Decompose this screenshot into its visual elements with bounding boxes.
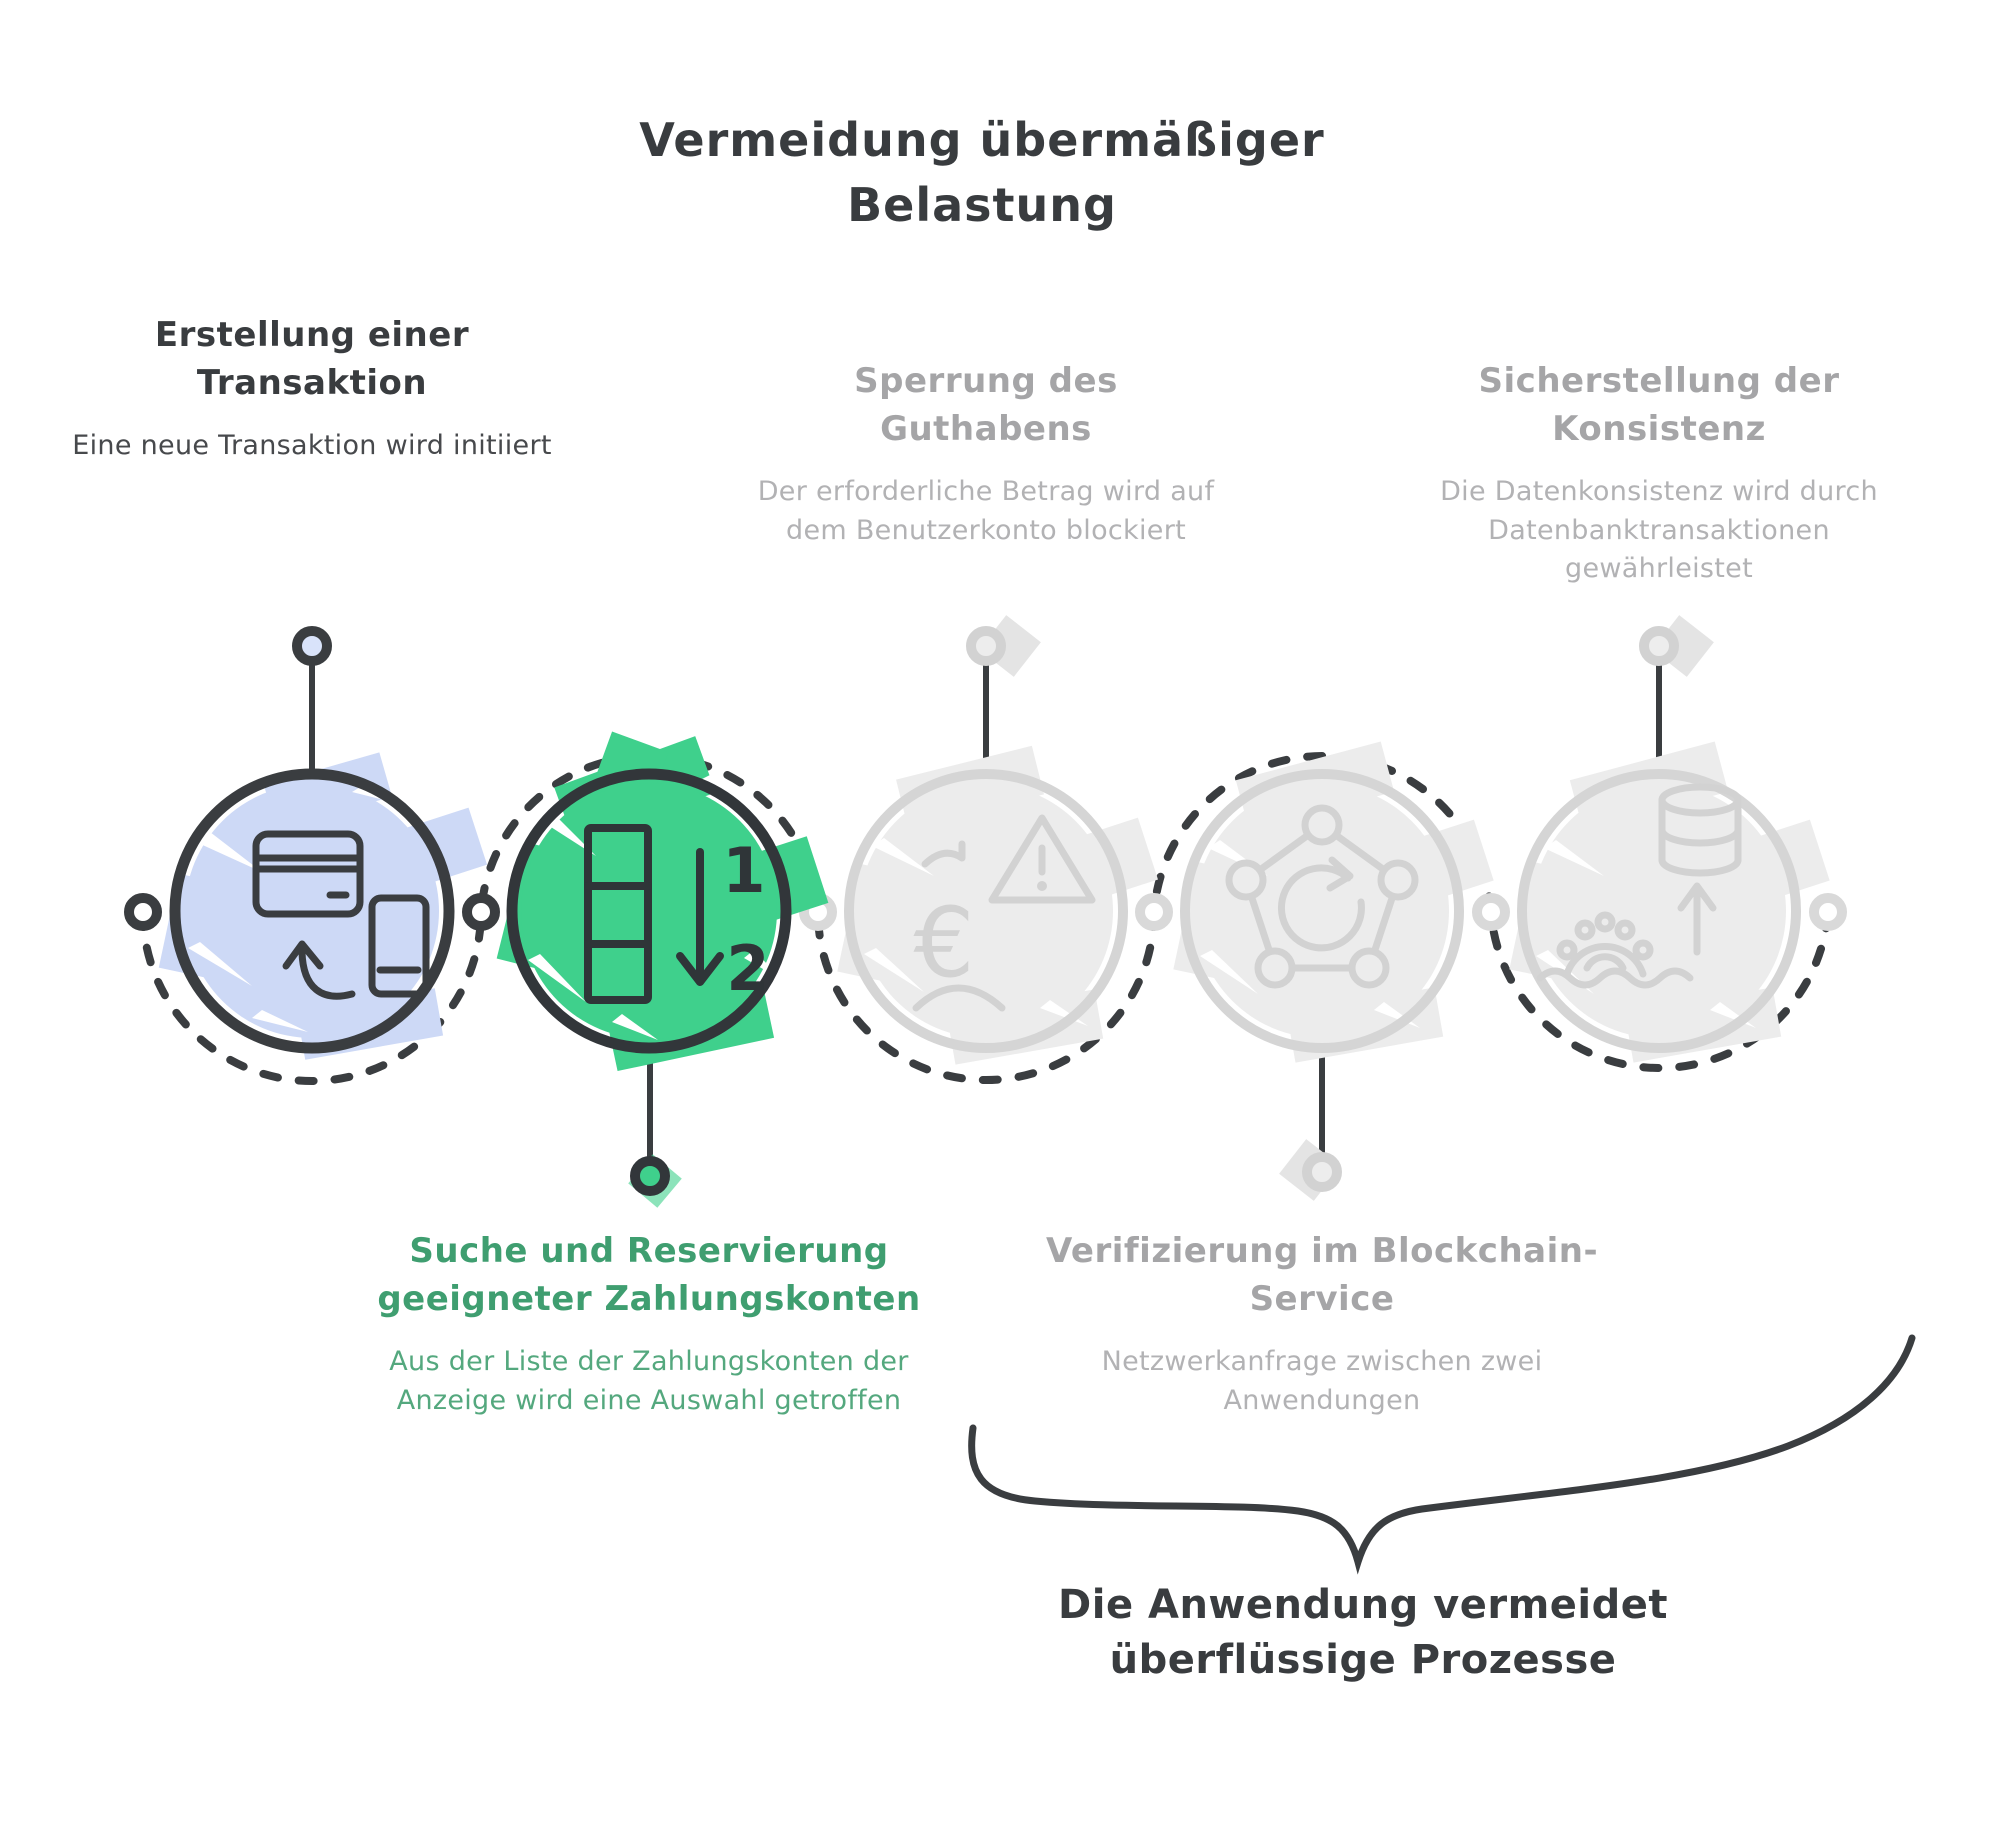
annotation-label: Die Anwendung vermeidet überflüssige Pro…	[1058, 1582, 1668, 1684]
step-1-description: Eine neue Transaktion wird initiiert	[72, 430, 552, 462]
step-2-text: Suche und Reservierung geeigneter Zahlun…	[359, 1228, 939, 1420]
step-1-heading: Erstellung einer Transaktion	[154, 315, 470, 403]
step-5-description: Die Datenkonsistenz wird durch Datenbank…	[1440, 476, 1878, 584]
step-1-text: Erstellung einer Transaktion Eine neue T…	[72, 312, 552, 466]
step-3-marker-dot	[966, 626, 1006, 666]
sorted-list-icon	[584, 824, 724, 1004]
step-1-marker-dot	[292, 626, 332, 666]
blockchain-network-nodes	[1225, 804, 1419, 989]
list-rank-number-1: 1	[722, 834, 765, 907]
step-5-heading: Sicherstellung der Konsistenz	[1478, 361, 1840, 449]
step-4-description: Netzwerkanfrage zwischen zwei Anwendunge…	[1101, 1346, 1543, 1416]
step-3-text: Sperrung des Guthabens Der erforderliche…	[751, 358, 1221, 550]
diagram-title: Vermeidung übermäßiger Belastung	[639, 113, 1325, 233]
card-phone-transfer-icon	[252, 830, 430, 1000]
step-5-text: Sicherstellung der Konsistenz Die Datenk…	[1424, 358, 1894, 588]
step-4-heading: Verifizierung im Blockchain-Service	[1045, 1231, 1599, 1319]
list-rank-number-2: 2	[726, 932, 769, 1005]
step-2-description: Aus der Liste der Zahlungskonten der Anz…	[389, 1346, 909, 1416]
connector-ring	[1809, 893, 1847, 931]
connector-ring	[1135, 893, 1173, 931]
euro-user-warning-icon	[912, 814, 1096, 1012]
connector-ring	[124, 893, 162, 931]
step-2-marker-dot	[630, 1156, 670, 1196]
step-3-circle: €	[837, 615, 1158, 1065]
step-4-text: Verifizierung im Blockchain-Service Netz…	[1042, 1228, 1602, 1420]
step-1-circle	[158, 626, 488, 1060]
step-2-circle: 1 2	[496, 731, 829, 1208]
step-3-description: Der erforderliche Betrag wird auf dem Be…	[757, 476, 1215, 546]
step-4-circle	[1173, 741, 1494, 1201]
step-5-marker-dot	[1639, 626, 1679, 666]
step-2-heading: Suche und Reservierung geeigneter Zahlun…	[377, 1231, 921, 1319]
dashed-process-path	[139, 752, 1832, 1085]
step-2-scribble	[496, 731, 829, 1072]
step-5-circle	[1509, 615, 1830, 1063]
step-3-scribble	[837, 745, 1158, 1065]
euro-symbol: €	[913, 887, 974, 999]
step-3-heading: Sperrung des Guthabens	[854, 361, 1118, 449]
database-gear-sync-icon	[1536, 783, 1742, 989]
step-1-scribble	[158, 752, 488, 1060]
annotation-brace	[968, 1334, 1916, 1575]
connector-ring	[462, 893, 500, 931]
connector-rings	[124, 893, 1847, 931]
connector-ring	[1472, 893, 1510, 931]
step-4-marker-dot	[1302, 1152, 1342, 1192]
